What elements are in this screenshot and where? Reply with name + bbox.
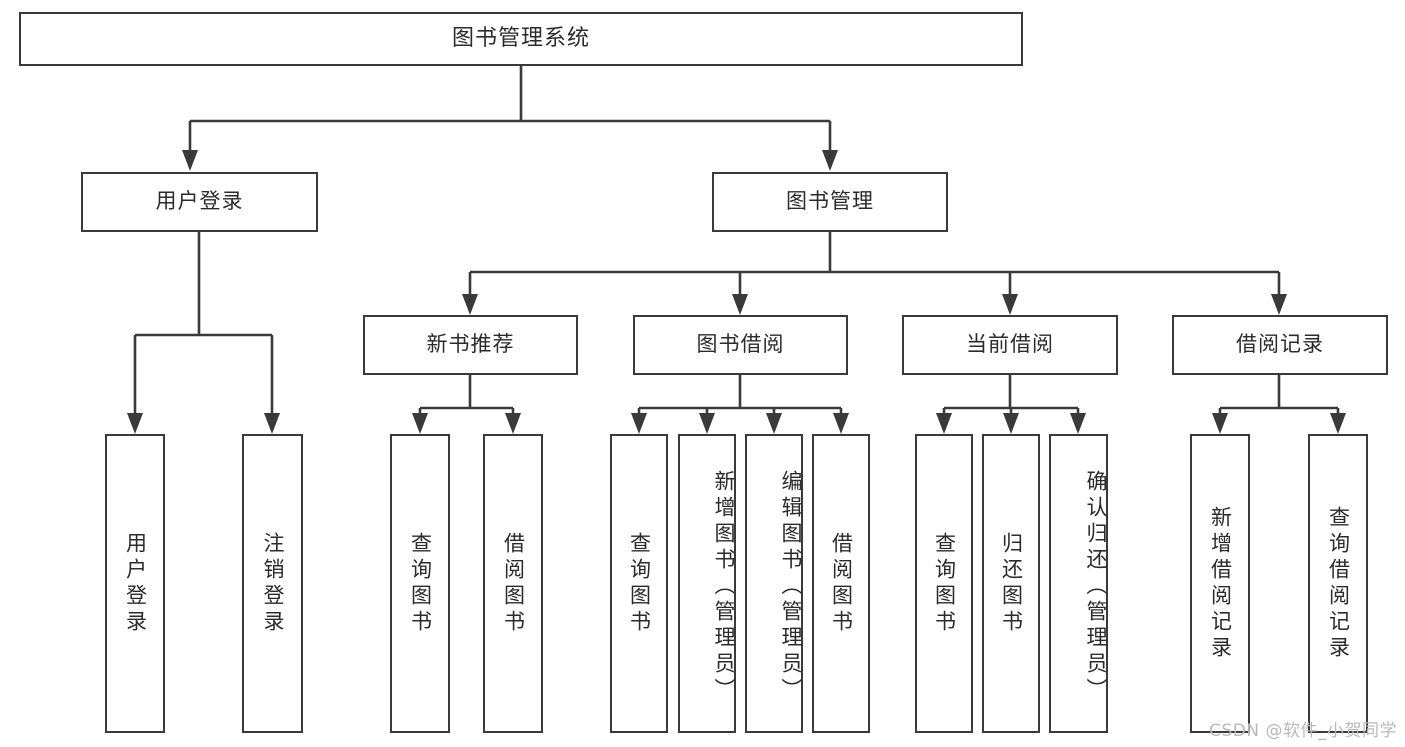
leaf-book-borrow-edit-admin[interactable]: 编辑图书（管理员）: [745, 434, 803, 733]
leaf-borrow-record-add[interactable]: 新增借阅记录: [1190, 434, 1250, 733]
leaf-new-book-query[interactable]: 查询图书: [390, 434, 450, 733]
leaf-borrow-record-query[interactable]: 查询借阅记录: [1308, 434, 1368, 733]
leaf-book-borrow-borrow[interactable]: 借阅图书: [812, 434, 870, 733]
node-book-manage[interactable]: 图书管理: [712, 172, 948, 232]
leaf-current-borrow-confirm-admin[interactable]: 确认归还（管理员）: [1049, 434, 1108, 733]
leaf-current-borrow-return[interactable]: 归还图书: [982, 434, 1040, 733]
node-user-login[interactable]: 用户登录: [81, 172, 318, 232]
node-book-borrow[interactable]: 图书借阅: [633, 315, 848, 375]
leaf-user-login-signin[interactable]: 用户登录: [105, 434, 165, 733]
node-borrow-record[interactable]: 借阅记录: [1172, 315, 1388, 375]
leaf-book-borrow-add-admin[interactable]: 新增图书（管理员）: [678, 434, 736, 733]
node-root-system[interactable]: 图书管理系统: [19, 12, 1023, 66]
leaf-current-borrow-query[interactable]: 查询图书: [915, 434, 973, 733]
leaf-new-book-borrow[interactable]: 借阅图书: [483, 434, 543, 733]
node-new-book-recommend[interactable]: 新书推荐: [363, 315, 578, 375]
node-current-borrow[interactable]: 当前借阅: [902, 315, 1118, 375]
leaf-user-login-signout[interactable]: 注销登录: [242, 434, 303, 733]
leaf-book-borrow-query[interactable]: 查询图书: [610, 434, 668, 733]
